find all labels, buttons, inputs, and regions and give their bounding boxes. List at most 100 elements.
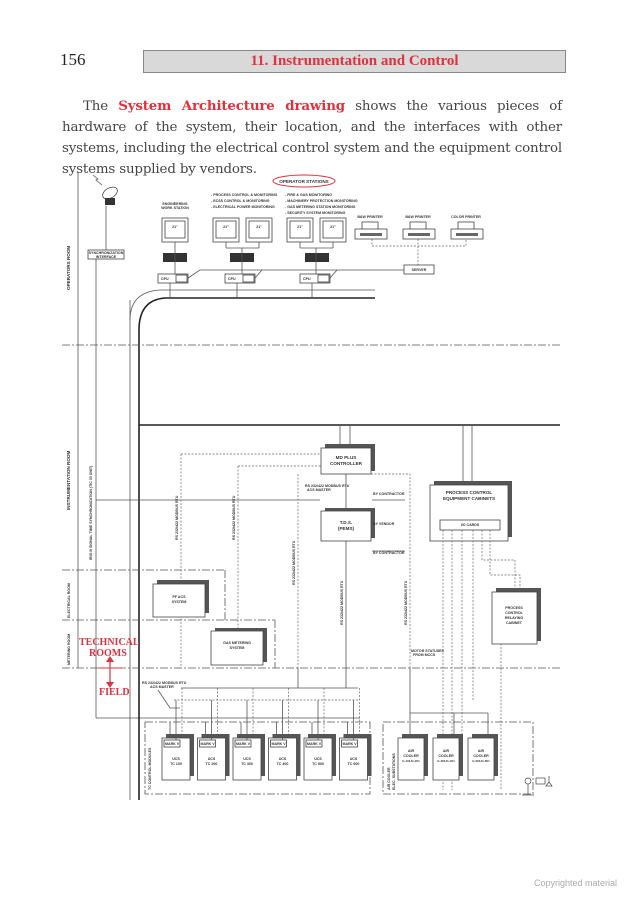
intro-rest: shows the various pieces of hardware of … [62,99,563,177]
air-cooler-title: AIR [478,749,485,753]
function-item: - ELECTRICAL POWER MONITORING [211,205,275,209]
cpu-box: CPU [299,273,331,284]
mark-v-box [199,739,216,748]
by-vendor-label: BY VENDOR [373,522,395,526]
air-cooler-code: G-101/G-201 [402,759,420,763]
modbus-vertical-label: RS 232/422 MODBUS RTU [232,495,236,540]
gas-metering-label: GAS METERING [223,641,251,645]
pf-acs-label: PF ACS [172,595,186,599]
modbus-label-field-2: ACS MASTER [150,685,174,689]
room-label-electrical: ELECTRICAL ROOM [67,583,71,618]
operator-stations-title: OPERATOR STATIONS [279,179,328,184]
sync-interface-box [87,249,125,260]
ucs-label: UCS [208,757,216,761]
field-label: FIELD [99,687,130,698]
field-instrument-icons [522,776,553,796]
monitor-size-label: 21" [256,225,262,229]
intro-lead: The [83,99,119,114]
page-number: 156 [60,50,86,69]
io-cards-label: I/O CARDS [461,523,480,527]
function-item: - SECURITY SYSTEM MONITORING [285,211,346,215]
room-label-metering: METERING ROOM [67,634,71,665]
printer-icon: B&W PRINTER [354,215,388,240]
monitor-size-label: 21" [330,225,336,229]
room-label-instrumentation: INSTRUMENTATION ROOM [66,451,71,510]
modbus-vertical-label: RS 232/422 MODBUS RTU [404,580,408,625]
tc-unit-label: TC 100 [170,762,182,766]
ucs-label: UCS [279,757,287,761]
ucs-label: UCS [314,757,322,761]
pf-acs-system-box [152,583,206,618]
relay-label: CABINET [506,621,523,625]
pf-acs-label-2: SYSTEM [172,600,187,604]
satellite-dish-icon [92,174,118,250]
pc-cabinets-label: PROCESS CONTROL [446,490,493,495]
gas-metering-label-2: SYSTEM [230,646,245,650]
tc-unit-label: TC 400 [277,762,289,766]
diagram-frame [62,172,562,800]
mark-v-label: MARK V [201,742,216,746]
function-item: - FIRE & GAS MONITORING [285,193,332,197]
printer-label: B&W PRINTER [357,215,383,219]
printer-icon: B&W PRINTER [402,215,436,240]
mark-v-box [305,739,323,748]
modbus-vertical-label: RS 232/422 MODBUS RTU [292,540,296,585]
tc-unit-label: TC 600 [348,762,360,766]
technical-rooms-label-2: ROOMS [89,648,127,659]
function-item: - GAS METERING STATION MONITORING [285,205,356,209]
modbus-label-field: RS 232/422 MODBUS RTU [142,681,187,685]
function-item: - ECSS CONTROL & MONITORING [211,199,270,203]
cpu-label: CPU [303,277,311,281]
gas-metering-system-box [210,630,264,666]
air-cooler-label-2: ELEC. SUBSTATIONS [392,753,396,790]
mark-v-box [270,739,287,748]
ucs-label: UCS [350,757,358,761]
modbus-vertical-label: RS 232/422 MODBUS RTU [340,580,344,625]
function-item: - PROCESS CONTROL & MONITORING [211,193,278,197]
air-cooler-label: AIR COOLER [387,767,391,790]
cpu-box: CPU [224,273,256,284]
monitor-icon: 21" [212,217,240,243]
mark-v-label: MARK V [236,742,251,746]
cpu-box: CPU [157,273,189,284]
engineering-ws-label-2: WORK STATION [161,206,189,210]
monitor-icon: 21" [245,217,273,243]
intro-paragraph: The System Architecture drawing shows th… [62,96,562,180]
io-cards-box [439,519,501,531]
mark-v-box [163,739,181,748]
relaying-cabinet-box [491,591,538,645]
printer-icon: COLOR PRINTER [450,215,484,240]
modbus-label-2: ACS MASTER [307,488,331,492]
tc-modules-label: TC CONTROL MODULES [148,747,152,790]
server-label: SERVER [412,268,427,272]
ucs-label: UCS [172,757,180,761]
pc-cabinets-label-2: EQUIPMENT CABINETS [443,496,495,501]
function-item: - MACHINERY PROTECTION MONITORING [285,199,358,203]
modbus-label: RS 232/422 MODBUS RTU [305,484,350,488]
tc-unit-label: TC 200 [206,762,218,766]
mark-v-label: MARK V [343,742,358,746]
tc-unit-label: TC 500 [312,762,324,766]
server-box [403,264,435,275]
copyright-notice: Copyrighted material [533,878,617,888]
mark-v-label: MARK V [307,742,322,746]
sync-interface-label: SYNCHRONIZATION [89,251,124,255]
monitor-icon: 21" [319,217,347,243]
tds-label-2: (PEMS) [338,526,355,531]
modbus-vertical-label: RS 232/422 MODBUS RTU [175,495,179,540]
tc-unit-label: TC 300 [241,762,253,766]
cpu-label: CPU [228,277,236,281]
sync-interface-label-2: INTERFACE [96,255,117,259]
printer-label: B&W PRINTER [405,215,431,219]
irig-label: IRIG B SIGNAL TIME SYNCHRONIZATION (TIC … [89,465,93,560]
relay-label: CONTROL [505,611,524,615]
mark-v-label: MARK V [165,742,180,746]
